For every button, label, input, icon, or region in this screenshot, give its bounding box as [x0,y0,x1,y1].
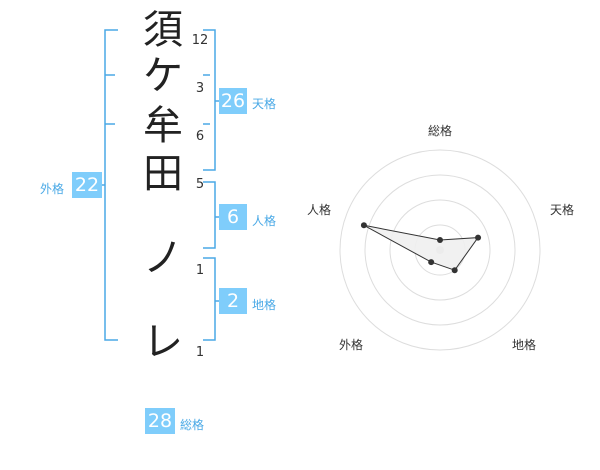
radar-polygon [363,224,480,271]
name-char-5: ノ [143,235,183,281]
chikaku-bracket [203,257,216,341]
chikaku-value-box: 2 [219,288,247,314]
radar-point-4 [428,259,435,266]
radar-point-3 [451,267,458,274]
name-char-4: 田 [143,151,183,197]
stroke-count-6: 1 [195,345,205,360]
jinkaku-label: 人格 [252,214,277,228]
gaikaku-label: 外格 [40,182,65,196]
chikaku-label: 地格 [252,298,277,312]
radar-ring-2 [389,199,491,301]
radar-point-2 [475,234,482,241]
tenkaku-value-box: 26 [219,88,247,114]
stroke-count-5: 1 [195,263,205,278]
radar-axis-label-chikaku: 地格 [512,338,537,352]
soukaku-label: 総格 [180,418,205,432]
jinkaku-bracket [203,181,216,249]
radar-point-5 [360,222,367,229]
radar-ring-3 [364,174,516,326]
name-char-6: レ [143,319,183,365]
radar-point-1 [437,237,443,243]
soukaku-value-box: 28 [145,408,175,434]
stroke-count-3: 6 [195,129,205,144]
stroke-count-1: 12 [191,33,209,48]
name-char-2: ケ [143,53,183,99]
radar-axis-label-jinkaku: 人格 [307,203,332,217]
name-char-1: 須 [143,7,183,53]
radar-axis-label-soukaku: 総格 [428,124,453,138]
tenkaku-label: 天格 [252,97,277,111]
radar-ring-4 [339,149,541,351]
stroke-count-4: 5 [195,177,205,192]
stroke-count-2: 3 [195,81,205,96]
radar-axis-label-gaikaku: 外格 [339,338,364,352]
radar-axis-label-tenkaku: 天格 [550,203,575,217]
jinkaku-value-box: 6 [219,204,247,230]
gaikaku-value-box: 22 [72,172,102,198]
name-char-3: 牟 [143,103,183,149]
tenkaku-bracket [203,29,216,171]
